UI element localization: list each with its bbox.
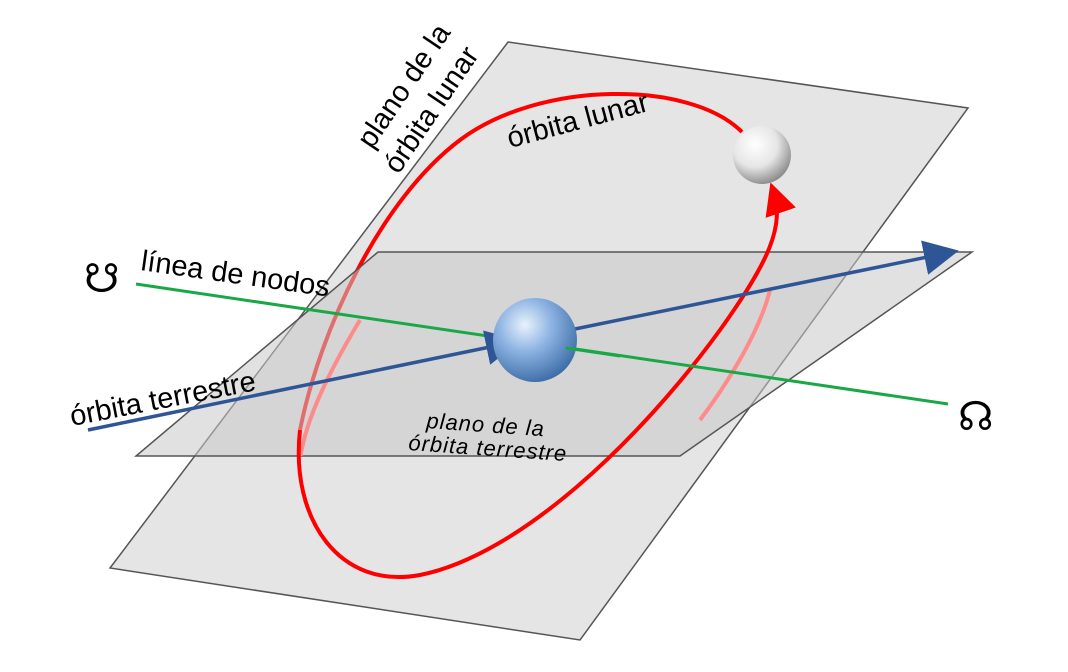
lunar-orbit-under-plane-right bbox=[698, 289, 772, 422]
earth-orbit-arrow-right bbox=[569, 240, 959, 332]
earth-sphere-icon bbox=[493, 298, 577, 382]
lunar-orbit-under-plane bbox=[298, 318, 362, 456]
ascending-node-symbol: ☊ bbox=[958, 394, 994, 440]
lunar-orbit-front bbox=[296, 182, 796, 579]
node-line-label: línea de nodos bbox=[139, 245, 332, 303]
descending-node-symbol: ☋ bbox=[84, 256, 120, 302]
earth-orbit-arrow-left bbox=[87, 330, 521, 432]
node-line-front bbox=[565, 346, 621, 358]
moon-sphere-icon bbox=[733, 126, 791, 184]
